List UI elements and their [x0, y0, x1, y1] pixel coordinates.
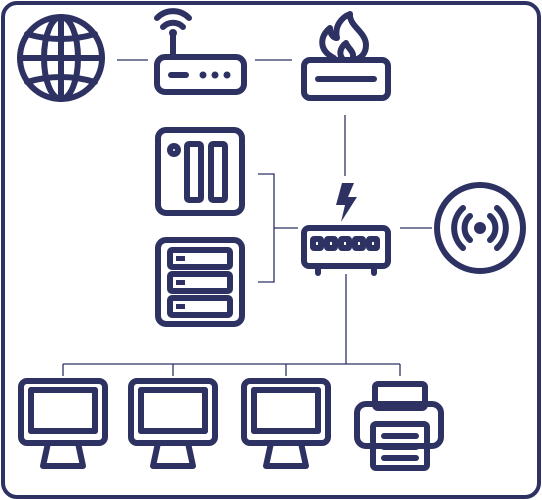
server-rack-icon: [155, 237, 245, 327]
firewall-icon: [301, 11, 391, 101]
monitor-icon: [128, 378, 218, 469]
monitor-icon: [18, 378, 108, 469]
printer-icon: [354, 381, 444, 471]
nas-storage-icon: [155, 127, 245, 216]
globe-icon: [17, 14, 105, 102]
monitor-icon: [241, 378, 331, 469]
connection-lines: [62, 59, 432, 376]
router-icon: [154, 8, 247, 95]
network-switch-icon: [301, 183, 391, 276]
wireless-access-point-icon: [434, 182, 526, 274]
